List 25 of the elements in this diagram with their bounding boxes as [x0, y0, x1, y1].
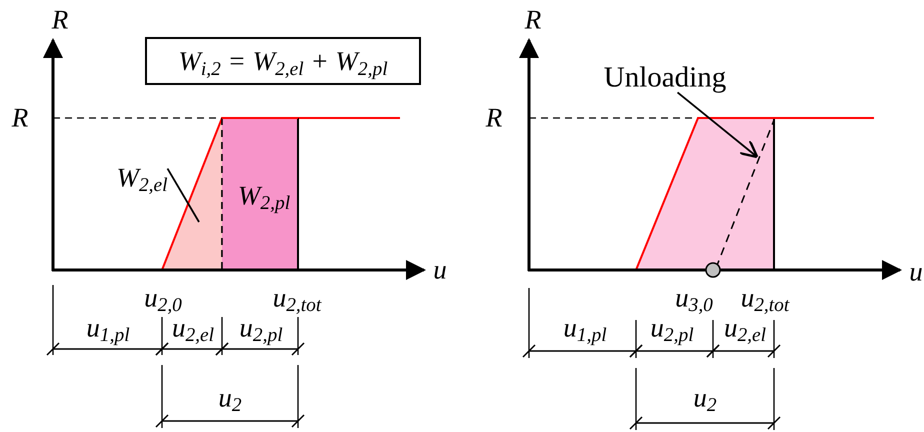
axis-value-label: R: [12, 104, 28, 132]
leader-line: [166, 168, 200, 222]
energy-symbol: W$_{2,pl}$: [238, 182, 290, 214]
tick-label: u$_{3,0}$: [675, 284, 713, 316]
tick-label: u$_{2,tot}$: [740, 284, 790, 316]
axis-label: R: [52, 6, 68, 34]
dimension-label: u$_{2}$: [693, 384, 717, 416]
tick-label: u$_{2,0}$: [144, 284, 182, 316]
energy-symbol: W$_{2,el}$: [116, 164, 168, 196]
tick-label: u$_{2,tot}$: [272, 284, 322, 316]
annotation-text: Unloading: [604, 64, 726, 92]
formula-box: W$_{i,2}$ = W$_{2,el}$ + W$_{2,pl}$: [145, 37, 421, 85]
axis-label: u: [433, 256, 447, 284]
dimension-label: u$_{2,pl}$: [239, 314, 283, 346]
dimension-label: u$_{2,el}$: [172, 314, 214, 346]
axis-label: u: [909, 258, 923, 286]
plastic-energy-area: [222, 118, 298, 270]
axis-label: R: [524, 6, 542, 34]
dimension-label: u$_{2}$: [218, 384, 242, 416]
axis-value-label: R: [486, 104, 502, 132]
dimension-label: u$_{1,pl}$: [86, 314, 130, 346]
dimension-label: u$_{1,pl}$: [563, 314, 607, 346]
arrow: [676, 92, 758, 158]
dimension-label: u$_{2,el}$: [724, 314, 766, 346]
dimension-label: u$_{2,pl}$: [650, 314, 694, 346]
